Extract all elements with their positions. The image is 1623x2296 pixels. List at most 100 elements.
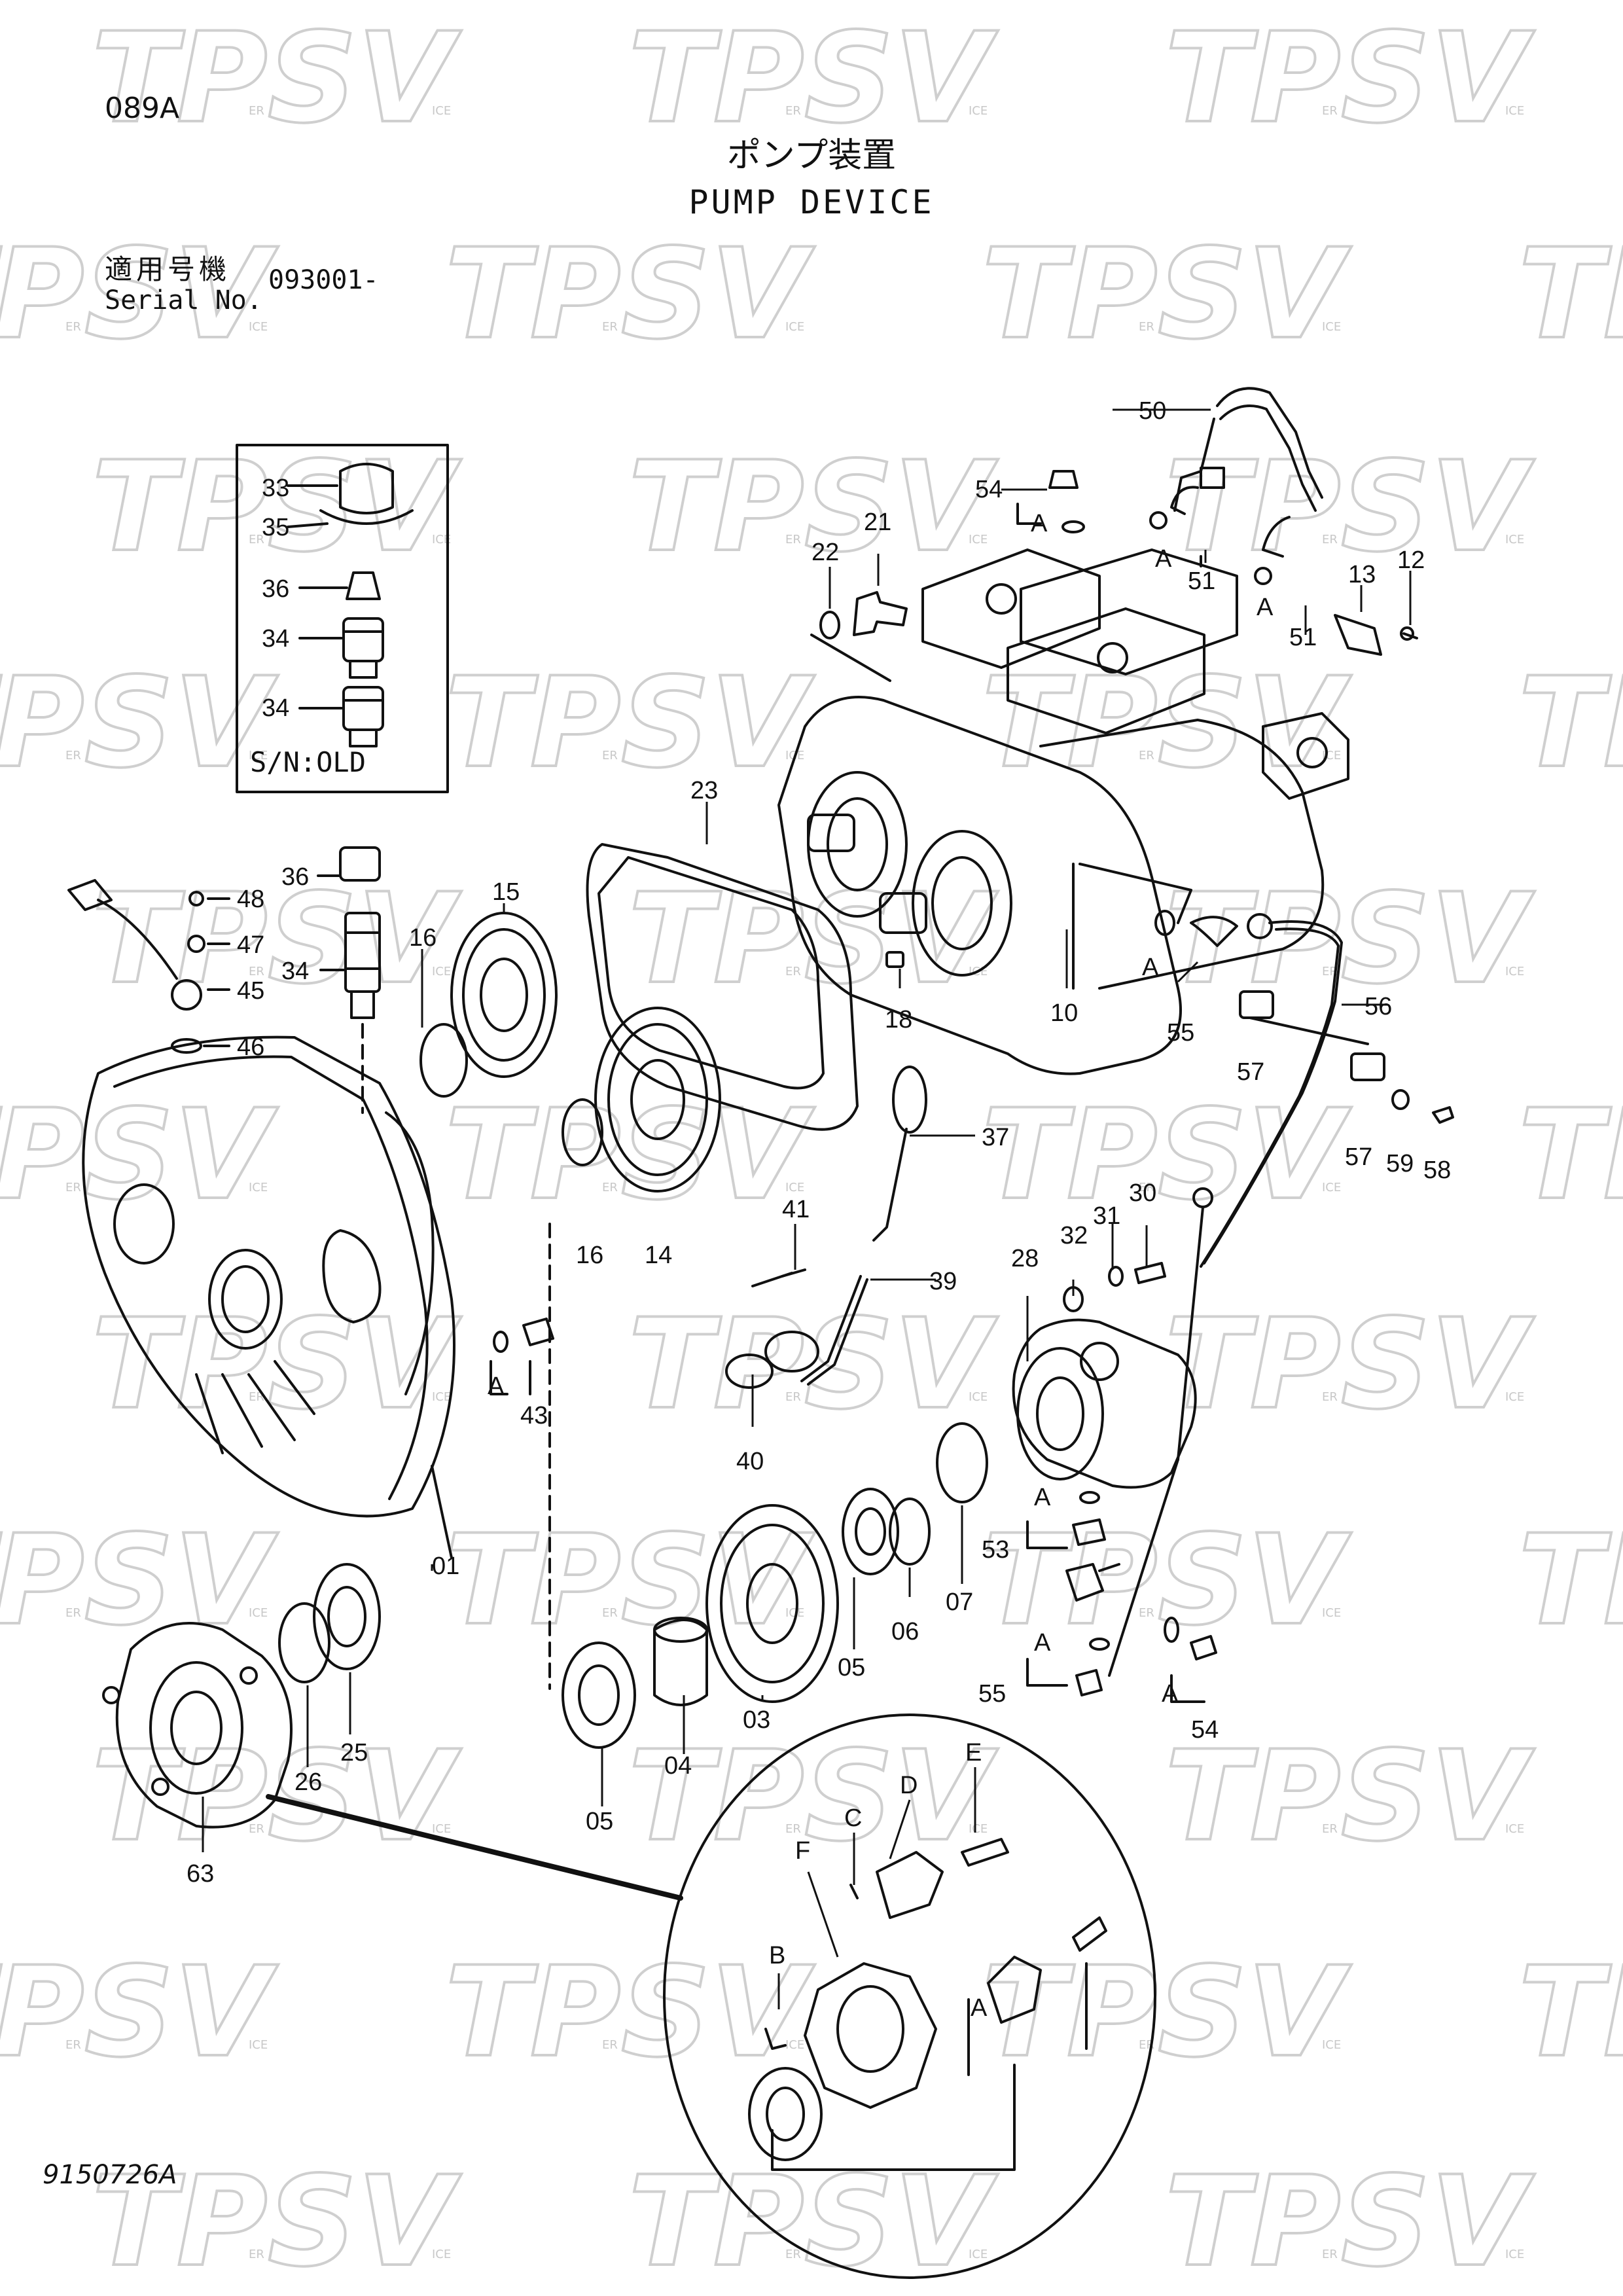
svg-text:TPSV: TPSV	[982, 1940, 1352, 2085]
svg-text:TPSV: TPSV	[1518, 1083, 1623, 1227]
svg-text:ER: ER	[1139, 1606, 1154, 1620]
callout-cA8: A	[1162, 1680, 1179, 1708]
svg-text:ER: ER	[1139, 749, 1154, 762]
svg-text:ER: ER	[602, 320, 618, 334]
svg-text:ICE: ICE	[1505, 104, 1524, 118]
callout-c05b: 05	[586, 1808, 613, 1835]
callout-c10: 10	[1050, 999, 1078, 1027]
svg-text:TPSV: TPSV	[1165, 1724, 1535, 1869]
serial-number-value: 093001-	[268, 265, 379, 295]
callout-c56: 56	[1364, 993, 1392, 1020]
detail-circle	[663, 1713, 1156, 2279]
svg-text:TPSV: TPSV	[982, 1083, 1352, 1227]
svg-text:TPSV: TPSV	[0, 1940, 279, 2085]
svg-text:ICE: ICE	[1505, 533, 1524, 547]
svg-text:TPSV: TPSV	[628, 1724, 999, 1869]
callout-c59: 59	[1386, 1150, 1414, 1177]
svg-text:TPSV: TPSV	[1165, 435, 1535, 579]
svg-text:TPSV: TPSV	[982, 651, 1352, 795]
callout-cA4: A	[1142, 954, 1159, 981]
callout-c46: 46	[237, 1033, 264, 1061]
svg-text:TPSV: TPSV	[1518, 222, 1623, 367]
callout-c54a: 54	[975, 476, 1003, 503]
svg-text:ICE: ICE	[432, 533, 451, 547]
svg-text:ER: ER	[1322, 1822, 1338, 1836]
callout-cA1: A	[1031, 510, 1048, 537]
callout-c22: 22	[812, 539, 839, 566]
svg-text:ICE: ICE	[785, 1606, 804, 1620]
svg-text:ER: ER	[249, 965, 264, 978]
callout-c53: 53	[982, 1536, 1009, 1564]
callout-c57b: 57	[1345, 1143, 1372, 1171]
watermark-layer: TPSVERICETPSVERICETPSVERICETPSVERICETPSV…	[0, 5, 1623, 2295]
svg-text:TPSV: TPSV	[1518, 1940, 1623, 2085]
callout-c18: 18	[885, 1006, 912, 1033]
callout-c63: 63	[187, 1860, 214, 1888]
svg-text:TPSV: TPSV	[1165, 6, 1535, 151]
callout-cA7: A	[1034, 1629, 1051, 1657]
svg-text:ICE: ICE	[249, 2038, 268, 2052]
callout-c57a: 57	[1237, 1058, 1264, 1086]
svg-text:TPSV: TPSV	[445, 222, 815, 367]
svg-text:TPSV: TPSV	[0, 1083, 279, 1227]
callout-cE: E	[965, 1739, 982, 1767]
callout-cC: C	[844, 1804, 862, 1832]
svg-text:ER: ER	[249, 1822, 264, 1836]
svg-text:TPSV: TPSV	[445, 1508, 815, 1653]
svg-text:ICE: ICE	[969, 533, 988, 547]
coupling-outline	[115, 1622, 293, 1829]
diagram-code: 089A	[105, 92, 180, 125]
callout-c13: 13	[1348, 561, 1376, 588]
callout-c16b: 16	[576, 1242, 603, 1269]
svg-text:ICE: ICE	[1322, 1181, 1341, 1194]
svg-text:ICE: ICE	[1505, 2248, 1524, 2261]
callout-c54b: 54	[1191, 1716, 1219, 1744]
callout-c28: 28	[1011, 1245, 1039, 1272]
svg-text:TPSV: TPSV	[628, 2149, 999, 2294]
svg-text:ER: ER	[602, 1606, 618, 1620]
callout-cA5: A	[488, 1372, 505, 1400]
svg-text:ICE: ICE	[1322, 1606, 1341, 1620]
svg-text:TPSV: TPSV	[92, 867, 462, 1011]
svg-text:ICE: ICE	[249, 1181, 268, 1194]
callout-c25: 25	[340, 1739, 368, 1767]
callout-c30: 30	[1129, 1179, 1156, 1207]
callout-c15: 15	[492, 878, 520, 906]
svg-text:ER: ER	[785, 965, 801, 978]
svg-text:ER: ER	[1322, 965, 1338, 978]
serial-label-japanese: 適用号機	[105, 253, 231, 285]
housing-outline	[82, 1035, 455, 1518]
svg-text:ICE: ICE	[785, 1181, 804, 1194]
callout-cB: B	[769, 1942, 785, 1969]
svg-text:TPSV: TPSV	[628, 867, 999, 1011]
callout-c26: 26	[294, 1768, 322, 1796]
svg-text:TPSV: TPSV	[92, 2149, 462, 2294]
callout-c34b: 34	[262, 694, 289, 722]
callout-c51b: 51	[1289, 624, 1317, 651]
svg-text:TPSV: TPSV	[982, 1508, 1352, 1653]
svg-text:ER: ER	[602, 1181, 618, 1194]
svg-text:ICE: ICE	[1505, 1390, 1524, 1404]
